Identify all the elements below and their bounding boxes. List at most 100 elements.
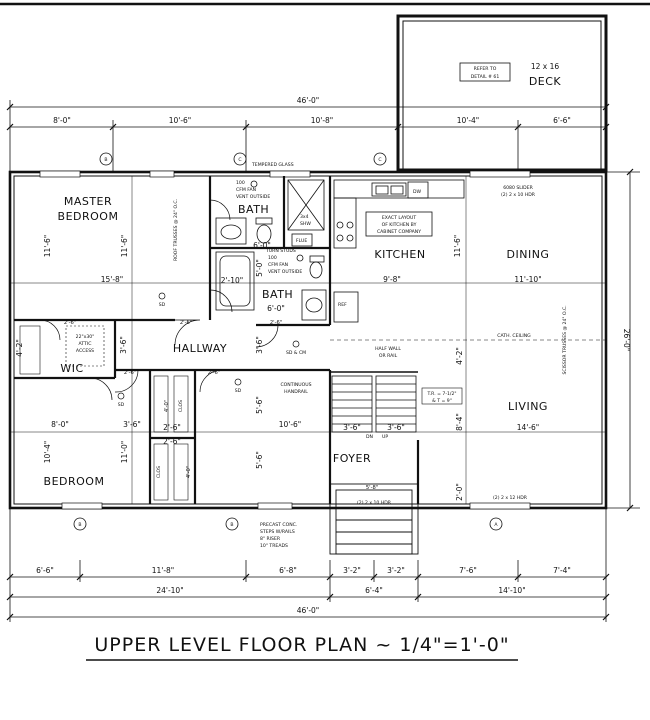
room-label-hallway: HALLWAY	[173, 342, 227, 355]
room-label-living: LIVING	[508, 400, 548, 413]
note-kitchen-layout-2: OF KITCHEN BY	[382, 222, 417, 228]
note-clos-1: CLOS	[178, 400, 184, 412]
dim-door-a: 2'-6"	[180, 320, 192, 326]
note-hdr-foyer: (2) 2 x 10 HDR	[357, 500, 392, 506]
note-attic-2: ATTIC	[79, 341, 92, 347]
dim-bedroom-height-1: 8'-0"	[51, 420, 69, 429]
note-roof-trusses: ROOF TRUSSES @ 24" O.C.	[173, 199, 179, 261]
note-sd-cm: SD & CM	[286, 350, 306, 356]
dim-closet-width-2: 2'-6"	[163, 437, 181, 446]
note-handrail-2: HANDRAIL	[284, 389, 308, 395]
dim-master-height-1: 11'-6"	[43, 235, 52, 258]
dim-door-c: 2'-6"	[124, 370, 136, 376]
room-label-deck: DECK	[529, 75, 562, 88]
bottom-dimension-lines	[9, 508, 607, 622]
bath-fixtures	[215, 179, 327, 321]
dim-hall-height-2: 3'-6"	[255, 336, 264, 354]
note-flue: FLUE	[296, 238, 307, 244]
dim-top-seg-3: 10'-8"	[311, 116, 334, 125]
smoke-co-detector-icon	[292, 340, 300, 348]
grid-marker-top-2: C	[238, 157, 241, 163]
dim-master-width: 15'-8"	[101, 275, 124, 284]
note-tr-2: & T = 9"	[432, 398, 452, 404]
dim-wic-left: 4'-2"	[15, 339, 24, 357]
room-label-bath-upper: BATH	[238, 203, 269, 216]
closet-rods	[19, 325, 189, 501]
refer-detail-note-1: REFER TO	[474, 66, 497, 72]
note-precast-1: PRECAST CONC.	[260, 522, 297, 528]
room-label-master-1: MASTER	[64, 195, 112, 208]
dim-bath-height: 5'-0"	[255, 259, 264, 277]
grid-marker-bottom-3: A	[494, 522, 498, 528]
deck	[396, 14, 608, 172]
dim-living-height-2: 8'-4"	[455, 413, 464, 431]
dim-master-height-2: 11'-6"	[120, 235, 129, 258]
right-dimension-line	[606, 168, 640, 512]
note-handrail-1: CONTINUOUS	[280, 382, 311, 388]
windows-bottom	[61, 502, 531, 510]
note-slider-2: (2) 2 x 10 HDR	[501, 192, 536, 198]
note-attic-1: 22"x30"	[76, 334, 95, 340]
tr-note-box	[421, 387, 463, 405]
dim-foyer-height: 2'-0"	[455, 483, 464, 501]
note-hdr-living: (2) 2 x 12 HDR	[493, 495, 528, 501]
dim-bottom-seg-6: 7'-6"	[459, 566, 477, 575]
dim-stair-width-1: 3'-6"	[343, 423, 361, 432]
smoke-detector-icon	[158, 292, 166, 300]
refer-detail-box	[459, 62, 511, 82]
grid-markers-bottom	[73, 517, 503, 531]
dim-wic-top: 2'-6"	[64, 320, 76, 326]
dim-hall-span-2: 5'-6"	[255, 396, 264, 414]
note-turn-studs: TURN STUDS	[265, 248, 296, 254]
dim-bath2-width: 6'-0"	[267, 304, 285, 313]
windows-top	[39, 170, 531, 178]
note-attic-3: ACCESS	[76, 348, 94, 354]
note-precast-3: 8" RISER	[260, 536, 281, 542]
kitchen-fixtures	[333, 179, 465, 323]
dim-bottom-mid-3: 14'-10"	[498, 586, 525, 595]
note-tr-1: T.R. = 7-1/2"	[426, 391, 456, 397]
dim-bottom-seg-5: 3'-2"	[387, 566, 405, 575]
note-fan-1-a: 100	[236, 180, 245, 186]
note-ref: REF	[338, 302, 347, 308]
room-label-foyer: FOYER	[333, 452, 371, 465]
dim-dining-width: 11'-10"	[514, 275, 541, 284]
note-half-wall-2: OR RAIL	[379, 353, 398, 359]
note-fan-2-a: 100	[268, 255, 277, 261]
top-dimension-lines	[9, 100, 607, 172]
refer-detail-note-2: DETAIL # 61	[471, 74, 500, 80]
dim-kitchen-height: 11'-6"	[453, 235, 462, 258]
grid-marker-bottom-2: B	[230, 522, 233, 528]
note-fan-2-c: VENT OUTSIDE	[268, 269, 302, 275]
room-label-bath-lower: BATH	[262, 288, 293, 301]
room-label-dining: DINING	[507, 248, 550, 261]
note-scissor-trusses: SCISSOR TRUSSES @ 24" O.C.	[562, 305, 568, 374]
note-precast-4: 10" TREADS	[260, 543, 288, 549]
note-dn: DN	[366, 434, 373, 440]
dim-closet-height: 4'-0"	[164, 400, 170, 412]
dim-living-height-1: 4'-2"	[455, 347, 464, 365]
note-cath-ceiling: CATH. CEILING	[497, 333, 531, 339]
dim-bottom-seg-1: 6'-6"	[36, 566, 54, 575]
front-steps	[329, 483, 419, 555]
dim-top-seg-2: 10'-6"	[169, 116, 192, 125]
smoke-detector-icon	[234, 378, 242, 386]
dim-bottom-overall: 46'-0"	[297, 606, 320, 615]
top-dimension-ticks	[6, 103, 610, 131]
grid-marker-bottom-1: B	[78, 522, 81, 528]
grid-marker-top-3: C	[378, 157, 381, 163]
dim-top-seg-5: 6'-6"	[553, 116, 571, 125]
dim-stair-width-2: 3'-6"	[387, 423, 405, 432]
grid-markers-top	[99, 152, 387, 166]
dim-hall-height: 3'-6"	[119, 336, 128, 354]
smoke-detector-icon	[117, 392, 125, 400]
dim-closet-width: 2'-6"	[163, 423, 181, 432]
dim-top-seg-1: 8'-0"	[53, 116, 71, 125]
note-fan-1-c: VENT OUTSIDE	[236, 194, 270, 200]
dim-right-overall: 26'-0"	[622, 329, 631, 352]
note-fan-1-b: CFM FAN	[236, 187, 256, 193]
door-swings	[39, 199, 279, 401]
grid-marker-top-1: B	[104, 157, 107, 163]
dim-door-b: 2'-6"	[270, 320, 282, 326]
